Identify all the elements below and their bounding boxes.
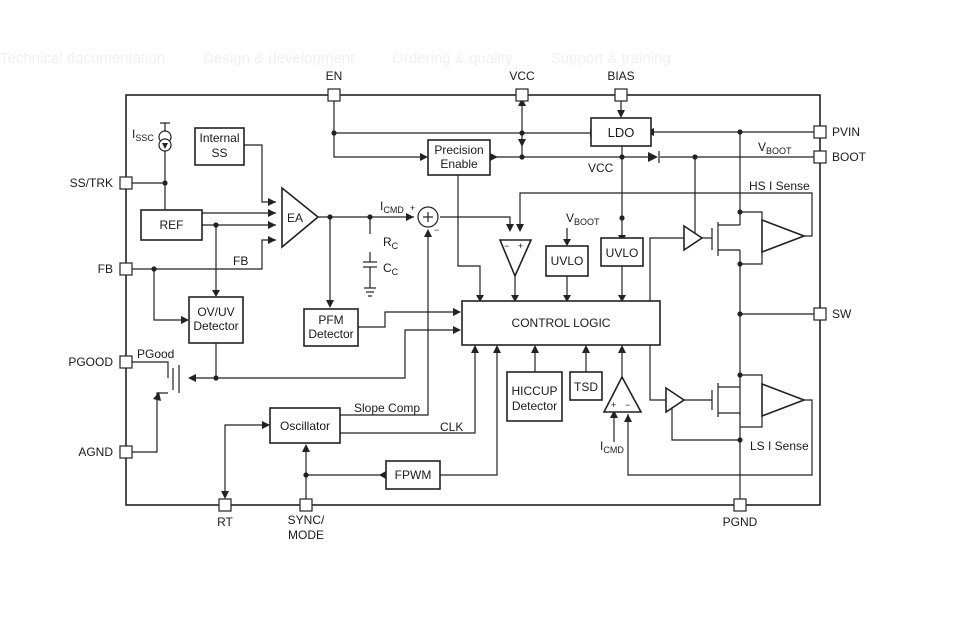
- junction-dots: [151, 129, 743, 478]
- pin-sw: [813, 307, 827, 321]
- uvlo-vcc-block: [600, 237, 644, 267]
- oscillator-block: [269, 407, 341, 444]
- hiccup-label-2: Detector: [512, 399, 557, 413]
- pin-boot: [813, 150, 827, 164]
- ovuv-detector-block: [188, 296, 244, 344]
- hs-comp-plus: +: [518, 241, 523, 251]
- current-source-issc: [158, 122, 172, 152]
- pfm-label-1: PFM: [318, 313, 343, 327]
- ls-gate-driver: [665, 386, 686, 414]
- pin-label-boot: BOOT: [832, 150, 867, 164]
- hs-comparator: [498, 239, 533, 279]
- control-logic-label: CONTROL LOGIC: [512, 316, 611, 330]
- pin-label-mode: MODE: [288, 528, 324, 542]
- pin-label-agnd: AGND: [78, 445, 113, 459]
- precision-enable-block: [427, 139, 491, 176]
- uvlo-boot-label: UVLO: [551, 254, 584, 268]
- issc-label: ISSC: [132, 127, 154, 143]
- ls-comparator: [602, 375, 643, 413]
- control-logic-block: [461, 300, 661, 346]
- error-amplifier: [281, 186, 320, 249]
- summer-minus: −: [434, 225, 439, 235]
- pin-pgood: [119, 355, 133, 369]
- pfm-label-2: Detector: [308, 327, 353, 341]
- background-tab: Ordering & quality: [392, 50, 513, 67]
- ea-label: EA: [287, 211, 303, 225]
- hs-sense-amp: [761, 218, 807, 254]
- precision-enable-label-1: Precision: [434, 143, 483, 157]
- rc-label: RC: [383, 235, 399, 251]
- uvlo-boot-block: [545, 245, 589, 277]
- pin-bias: [614, 88, 628, 102]
- ls-sense-amp: [761, 382, 807, 418]
- vcc-node-label: VCC: [588, 161, 614, 175]
- pin-fb: [119, 262, 133, 276]
- summer-plus: +: [410, 203, 415, 213]
- ref-block: [140, 209, 203, 241]
- vboot-uvlo-label: VBOOT: [566, 211, 600, 227]
- boot-diode: [648, 151, 660, 163]
- tsd-block: [569, 371, 603, 401]
- pin-label-fb: FB: [98, 262, 113, 276]
- ldo-label: LDO: [608, 125, 635, 140]
- icmd-ls-label: ICMD: [600, 439, 624, 455]
- pin-label-pgnd: PGND: [723, 515, 758, 529]
- ovuv-label-2: Detector: [193, 319, 238, 333]
- hs-comp-minus: −: [504, 241, 509, 251]
- pin-rt: [218, 498, 232, 512]
- pin-sync-mode: [299, 498, 313, 512]
- pin-label-vcc: VCC: [509, 69, 535, 83]
- pin-pvin: [813, 125, 827, 139]
- pin-label-pgood: PGOOD: [68, 355, 113, 369]
- background-tab: Design & development: [203, 50, 355, 67]
- pin-label-bias: BIAS: [607, 69, 634, 83]
- icmd-label: ICMD: [380, 199, 404, 215]
- pin-ss-trk: [119, 176, 133, 190]
- pin-agnd: [119, 445, 133, 459]
- pin-label-en: EN: [326, 69, 343, 83]
- ldo-block: [590, 117, 652, 147]
- cc-label: CC: [383, 261, 399, 277]
- vboot-rail-label: VBOOT: [758, 140, 792, 156]
- internal-ss-label-1: Internal: [199, 131, 239, 145]
- slope-comp-label: Slope Comp: [354, 401, 420, 415]
- ref-label: REF: [160, 218, 184, 232]
- internal-ss-block: [194, 127, 245, 166]
- precision-enable-label-2: Enable: [440, 157, 478, 171]
- background-tab: Technical documentation: [0, 50, 166, 67]
- ls-i-sense-label: LS I Sense: [750, 439, 809, 453]
- background-nav-tabs: Technical documentation Design & develop…: [0, 50, 705, 67]
- pin-label-sync: SYNC/: [288, 513, 325, 527]
- pgood-net-label: PGood: [137, 347, 174, 361]
- hiccup-detector-block: [506, 371, 563, 422]
- fpwm-label: FPWM: [395, 468, 432, 482]
- pin-label-pvin: PVIN: [832, 125, 860, 139]
- fb-net-label: FB: [233, 254, 248, 268]
- ic-boundary: [125, 94, 821, 506]
- oscillator-label: Oscillator: [280, 419, 330, 433]
- clk-label: CLK: [440, 420, 463, 434]
- hs-i-sense-label: HS I Sense: [749, 179, 810, 193]
- background-tab: Support & training: [550, 50, 671, 67]
- tsd-label: TSD: [574, 380, 598, 394]
- pin-vcc: [515, 88, 529, 102]
- uvlo-vcc-label: UVLO: [606, 246, 639, 260]
- fpwm-block: [385, 460, 441, 490]
- hiccup-label-1: HICCUP: [511, 384, 557, 398]
- ls-comp-minus: −: [625, 400, 630, 410]
- hs-gate-driver: [683, 224, 704, 252]
- internal-ss-label-2: SS: [211, 146, 227, 160]
- pin-en: [327, 88, 341, 102]
- pin-label-ss-trk: SS/TRK: [70, 176, 113, 190]
- ovuv-label-1: OV/UV: [197, 305, 234, 319]
- pin-pgnd: [733, 498, 747, 512]
- pin-label-rt: RT: [217, 515, 233, 529]
- pfm-detector-block: [303, 308, 359, 347]
- ls-comp-plus: +: [611, 400, 616, 410]
- pin-label-sw: SW: [832, 307, 852, 321]
